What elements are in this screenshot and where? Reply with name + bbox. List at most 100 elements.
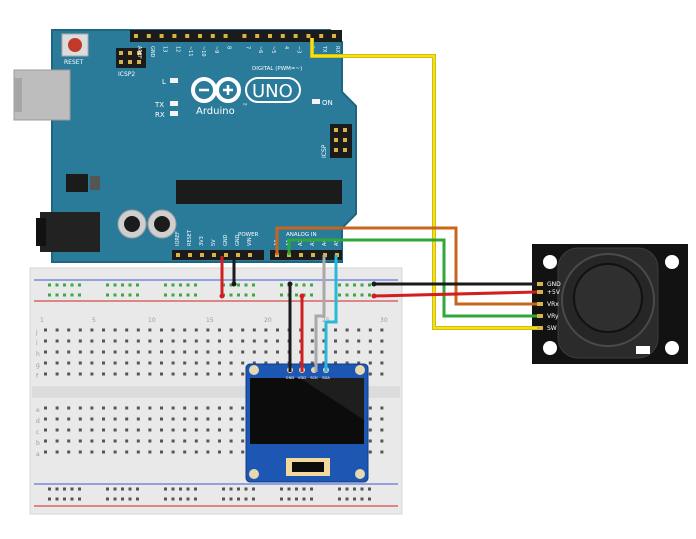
breadboard-rail-hole [70, 497, 74, 501]
microcontroller-chip [176, 180, 342, 204]
breadboard-hole [241, 372, 245, 376]
breadboard-hole [90, 450, 94, 454]
breadboard-rail-hole [70, 283, 74, 287]
breadboard-rail-hole [179, 497, 182, 501]
led-l [170, 78, 178, 83]
breadboard-rail-hole [368, 283, 371, 287]
breadboard-rail-hole [310, 487, 313, 491]
header-pin [343, 148, 347, 152]
breadboard-rail-hole [194, 283, 197, 287]
breadboard-hole [183, 439, 187, 443]
led-tx-label: TX [154, 101, 164, 109]
breadboard-hole [90, 428, 94, 432]
joystick-knob[interactable] [573, 263, 643, 333]
breadboard-hole [67, 339, 71, 343]
breadboard-hole [102, 372, 105, 376]
oled-mount-hole [355, 469, 365, 479]
breadboard-hole [102, 339, 105, 343]
breadboard-hole [125, 328, 129, 332]
power-pin [176, 253, 180, 257]
breadboard-rail-hole [244, 497, 248, 501]
breadboard-hole [113, 417, 117, 421]
header-pin [128, 51, 132, 55]
header-pin [334, 128, 338, 132]
breadboard-hole [194, 372, 198, 376]
joystick-mount-hole [665, 255, 679, 269]
breadboard-hole [218, 350, 221, 354]
breadboard-hole [206, 450, 210, 454]
breadboard-hole [368, 406, 372, 410]
breadboard-hole [171, 406, 175, 410]
breadboard-hole [125, 372, 129, 376]
breadboard-hole [183, 339, 187, 343]
breadboard-rail-hole [345, 283, 349, 287]
reset-button-cap[interactable] [68, 38, 82, 52]
breadboard-hole [113, 372, 117, 376]
row-letter: c [36, 429, 39, 436]
breadboard-hole [90, 339, 94, 343]
led-l-label: L [162, 78, 166, 86]
breadboard-hole [380, 361, 384, 365]
breadboard-hole [44, 328, 47, 332]
breadboard-rail-hole [136, 283, 139, 287]
breadboard-hole [334, 350, 337, 354]
icsp-header [330, 124, 352, 158]
oled-pin-label: SCK [310, 375, 318, 380]
breadboard-hole [67, 372, 71, 376]
wire-end [219, 293, 225, 299]
row-letter: b [36, 440, 40, 447]
breadboard-hole [218, 372, 221, 376]
digital-pin [280, 34, 285, 38]
breadboard-hole [206, 339, 210, 343]
breadboard-hole [241, 350, 245, 354]
breadboard-hole [229, 339, 233, 343]
power-pin [224, 253, 228, 257]
breadboard-hole [90, 406, 94, 410]
row-letter: a [36, 451, 40, 458]
breadboard-hole [241, 439, 245, 443]
breadboard-rail-hole [353, 497, 356, 501]
breadboard-rail-hole [310, 497, 313, 501]
breadboard-hole [171, 328, 175, 332]
breadboard-hole [90, 361, 94, 365]
breadboard-hole [252, 328, 256, 332]
breadboard-hole [229, 372, 233, 376]
breadboard-hole [102, 439, 105, 443]
breadboard-rail-hole [360, 497, 364, 501]
joystick-pin [537, 326, 543, 330]
breadboard-hole [357, 339, 361, 343]
breadboard-hole [310, 328, 314, 332]
breadboard-hole [229, 328, 233, 332]
breadboard-hole [67, 350, 71, 354]
wire-end [371, 293, 377, 299]
breadboard-rail-hole [113, 283, 117, 287]
breadboard-rail-hole [136, 293, 139, 297]
digital-pin-label: 7 [244, 46, 250, 49]
breadboard-hole [160, 350, 163, 354]
breadboard-rail-hole [48, 487, 51, 491]
breadboard-hole [148, 439, 152, 443]
breadboard-rail-hole [171, 487, 175, 491]
breadboard-hole [345, 328, 349, 332]
breadboard-hole [310, 350, 314, 354]
breadboard-hole [218, 361, 221, 365]
breadboard-hole [380, 328, 384, 332]
breadboard-rail-hole [229, 283, 233, 287]
breadboard-hole [218, 406, 221, 410]
breadboard-rail-hole [55, 293, 59, 297]
wire-red-joy-vcc [373, 290, 538, 298]
breadboard-rail-hole [113, 487, 117, 491]
breadboard-hole [125, 450, 129, 454]
breadboard-rail-hole [164, 487, 167, 491]
breadboard-hole [218, 417, 221, 421]
breadboard-hole [194, 361, 198, 365]
breadboard-hole [241, 406, 245, 410]
breadboard-hole [136, 439, 140, 443]
breadboard-hole [229, 428, 233, 432]
breadboard-hole [136, 361, 140, 365]
breadboard-hole [136, 328, 140, 332]
breadboard-hole [55, 417, 59, 421]
breadboard-hole [380, 450, 384, 454]
